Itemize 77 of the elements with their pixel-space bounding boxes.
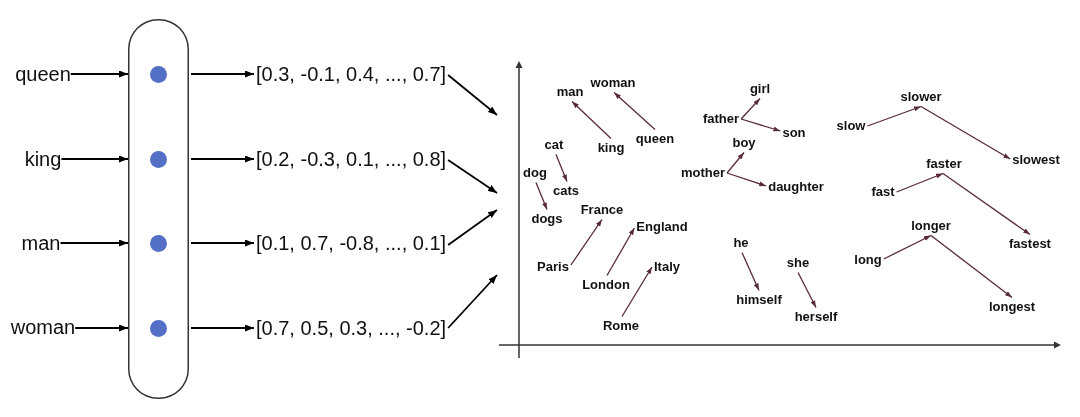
arrow	[74, 324, 129, 332]
word-label: boy	[732, 135, 756, 151]
vector-label: [0.2, -0.3, 0.1, ..., 0.8]	[256, 147, 447, 171]
word-label: slowest	[1012, 152, 1060, 168]
word-label: longest	[988, 299, 1036, 315]
arrow	[740, 118, 782, 132]
word-label: girl	[749, 81, 771, 97]
arrow	[726, 172, 767, 187]
word-label: son	[782, 125, 806, 141]
word-label: mother	[680, 165, 726, 181]
arrow	[190, 155, 255, 163]
arrow	[883, 234, 932, 260]
word-label: faster	[926, 156, 962, 172]
word-label: daughter	[768, 179, 824, 195]
arrow	[613, 91, 656, 131]
word-label: dogs	[531, 211, 563, 227]
arrow	[570, 218, 603, 266]
arrow	[895, 172, 944, 193]
arrow	[740, 97, 761, 120]
word-label: king	[24, 147, 62, 171]
arrow	[797, 271, 817, 309]
arrow	[555, 153, 568, 183]
word-label: cat	[544, 137, 564, 153]
word-label: man	[556, 84, 584, 100]
arrow	[69, 70, 129, 78]
word-label: he	[733, 235, 749, 251]
word-label: cats	[553, 183, 579, 199]
arrow	[621, 266, 653, 318]
word-label: herself	[794, 309, 838, 325]
word-label: longer	[911, 218, 951, 234]
arrow	[571, 100, 612, 140]
word-label: father	[702, 111, 740, 127]
word-label: fastest	[1009, 236, 1051, 252]
arrow	[741, 251, 760, 292]
word-label: England	[636, 219, 688, 235]
word-label: Rome	[602, 318, 640, 334]
dot-icon	[149, 319, 167, 337]
layer-capsule	[128, 19, 189, 399]
arrow	[942, 172, 1031, 236]
word-label: himself	[736, 292, 782, 308]
word-label: Paris	[537, 259, 569, 275]
word-label: queen	[635, 131, 675, 147]
arrow	[447, 209, 498, 246]
arrow	[60, 155, 129, 163]
arrow	[930, 234, 1013, 299]
word-label: woman	[590, 75, 636, 91]
word-label: France	[580, 202, 624, 218]
word-label: Italy	[654, 259, 680, 275]
arrow	[866, 105, 922, 127]
dot-icon	[149, 234, 167, 252]
word-label: London	[582, 277, 630, 293]
word-label: slow	[836, 118, 866, 134]
dot-icon	[149, 150, 167, 168]
arrow	[606, 227, 636, 277]
vector-label: [0.3, -0.1, 0.4, ..., 0.7]	[256, 62, 447, 86]
arrow	[447, 74, 498, 116]
vector-label: [0.7, 0.5, 0.3, ..., -0.2]	[256, 316, 447, 340]
arrow	[535, 181, 548, 211]
word-label: woman	[10, 315, 76, 339]
arrow	[190, 324, 255, 332]
arrow	[59, 239, 129, 247]
dot-icon	[149, 65, 167, 83]
word-label: dog	[523, 165, 547, 181]
vector-label: [0.1, 0.7, -0.8, ..., 0.1]	[256, 231, 447, 255]
word-label: man	[21, 231, 61, 255]
word-label: slower	[900, 89, 942, 105]
word-label: she	[786, 255, 810, 271]
word-label: fast	[871, 184, 895, 200]
arrow	[447, 274, 498, 329]
arrow	[190, 70, 255, 78]
arrow	[920, 105, 1011, 160]
word-label: king	[597, 140, 625, 156]
word-label: queen	[15, 62, 71, 86]
arrow	[726, 151, 745, 174]
arrow	[190, 239, 255, 247]
word-label: long	[854, 252, 882, 268]
arrow	[447, 159, 498, 194]
